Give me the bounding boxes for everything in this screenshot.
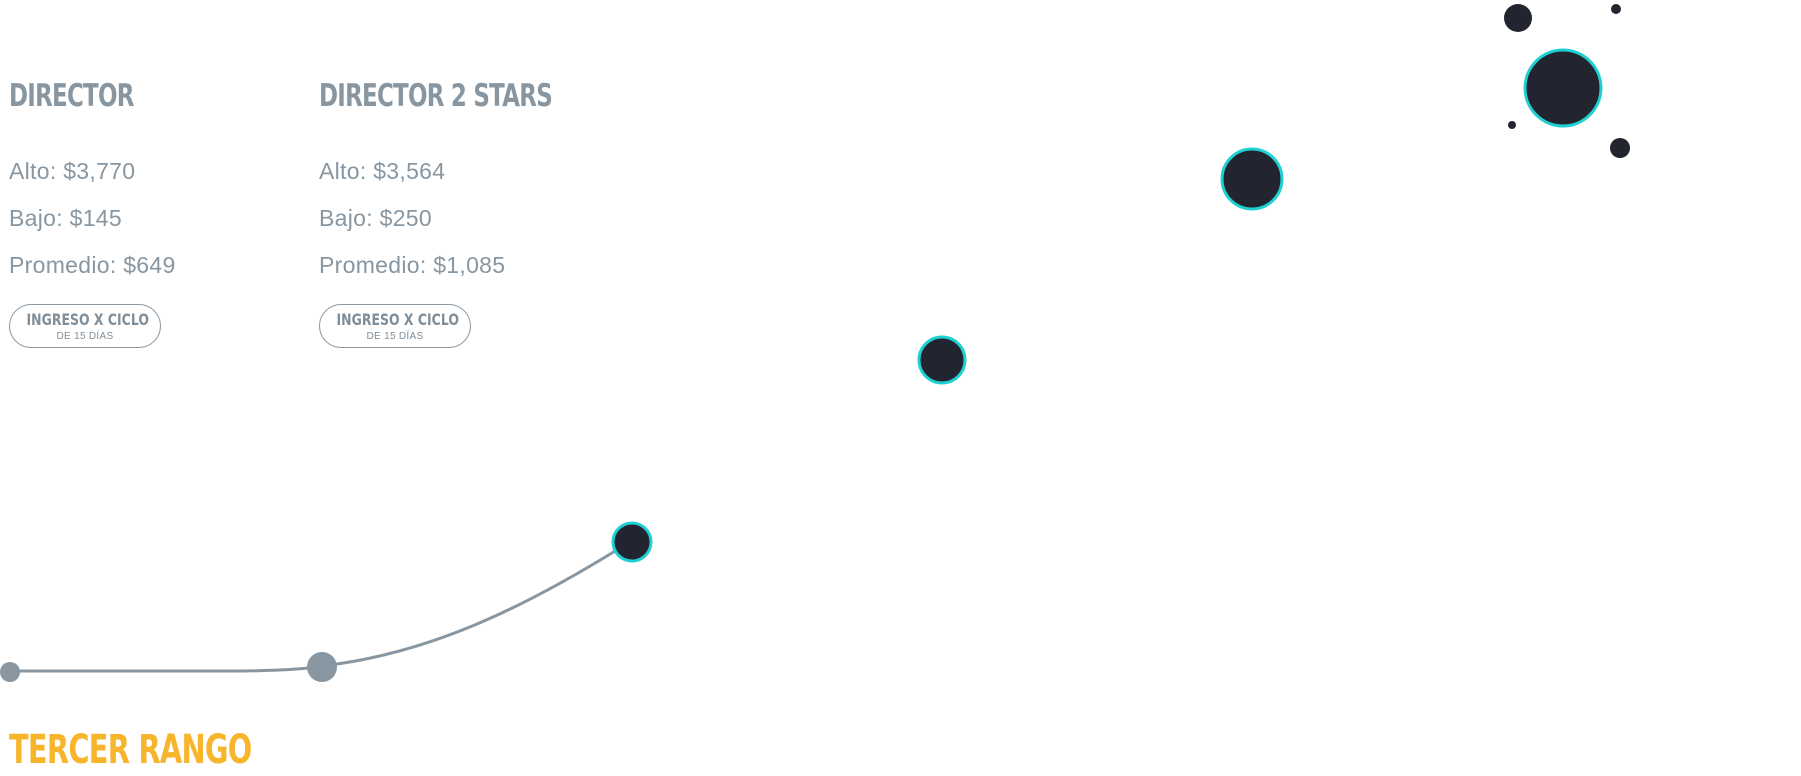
ingreso-button-sublabel: DE 15 DÍAS: [366, 331, 424, 342]
rank-node-director: [307, 652, 337, 682]
rank-node-upper-1: [917, 335, 967, 385]
ingreso-button-label: INGRESO X CICLO: [26, 310, 149, 329]
stat-promedio: Promedio: $649: [9, 252, 176, 278]
stat-promedio: Promedio: $1,085: [319, 252, 506, 278]
satellite-dot: [1504, 4, 1532, 32]
rank-node-current: [611, 521, 653, 563]
stat-bajo: Bajo: $145: [9, 205, 122, 231]
stat-alto: Alto: $3,564: [319, 158, 446, 184]
ingreso-button[interactable]: INGRESO X CICLO DE 15 DÍAS: [9, 304, 161, 348]
ingreso-button-sublabel: DE 15 DÍAS: [56, 331, 114, 342]
satellite-dot: [1508, 121, 1516, 129]
card-title: DIRECTOR: [9, 78, 134, 114]
stat-alto: Alto: $3,770: [9, 158, 136, 184]
ingreso-button-label: INGRESO X CICLO: [336, 310, 459, 329]
rank-node-start: [0, 662, 20, 682]
satellite-dot: [1611, 4, 1621, 14]
satellite-dot: [1610, 138, 1630, 158]
ingreso-button[interactable]: INGRESO X CICLO DE 15 DÍAS: [319, 304, 471, 348]
progression-line: [8, 546, 622, 673]
rank-node-upper-2: [1220, 147, 1284, 211]
card-title: DIRECTOR 2 STARS: [319, 78, 553, 114]
stat-bajo: Bajo: $250: [319, 205, 432, 231]
section-title: TERCER RANGO: [9, 727, 252, 773]
rank-node-top: [1523, 48, 1603, 128]
